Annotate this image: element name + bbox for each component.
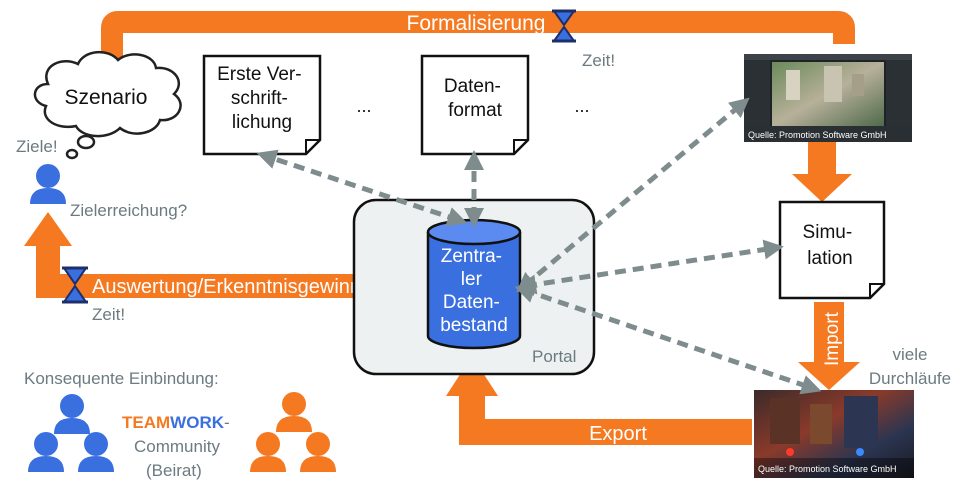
document-erste-verschriftlichung: Erste Ver- schrift- lichung xyxy=(202,54,322,156)
person-icon xyxy=(30,164,66,204)
hourglass-left-icon xyxy=(62,266,88,304)
formalisierung-flow xyxy=(101,11,855,82)
portal-label: Portal xyxy=(532,347,576,366)
ellipsis-1: ... xyxy=(356,96,371,116)
document-simulation: Simu- lation xyxy=(778,200,886,300)
zeit-top-label: Zeit! xyxy=(582,51,615,70)
data-exchange-arrows xyxy=(256,97,822,395)
arrow-db-erste xyxy=(256,149,468,227)
community-team: TEAM xyxy=(122,413,170,432)
formalisierung-label: Formalisierung xyxy=(407,12,546,35)
to-simulation-arrow xyxy=(792,142,852,202)
top-screenshot-credit: Quelle: Promotion Software GmbH xyxy=(748,130,887,140)
export-flow xyxy=(446,356,752,445)
svg-text:Zentra- ler Daten-: Zentra- ler Daten- bestand xyxy=(440,246,508,336)
community-line3: (Beirat) xyxy=(146,461,202,480)
auswertung-flow xyxy=(24,212,420,298)
simulation-screenshot-bottom: Quelle: Promotion Software GmbH xyxy=(754,390,914,478)
arrow-db-bottom xyxy=(514,283,822,395)
community-line2: Community xyxy=(134,437,220,456)
auswertung-label: Auswertung/Erkenntnisgewinn xyxy=(92,276,361,298)
hourglass-top-icon xyxy=(552,9,576,43)
import-label: Import xyxy=(822,311,843,366)
svg-text:Daten- format: Daten- format xyxy=(444,76,506,121)
svg-text:TEAMWORK-: TEAMWORK- xyxy=(122,413,230,432)
community-dash: - xyxy=(224,413,230,432)
zielerreichung-label: Zielerreichung? xyxy=(70,201,187,220)
ellipsis-2: ... xyxy=(574,96,589,116)
export-label: Export xyxy=(589,423,647,445)
runs-line1: viele xyxy=(893,345,928,364)
blue-team-icon xyxy=(28,394,114,472)
scenario-label: Szenario xyxy=(65,86,148,109)
arrow-db-screenshot xyxy=(516,97,750,293)
central-database-cylinder: Zentra- ler Daten- bestand xyxy=(426,218,522,350)
community-work: WORK xyxy=(170,413,225,432)
community-heading: Konsequente Einbindung: xyxy=(24,369,219,388)
zeit-left-label: Zeit! xyxy=(92,305,125,324)
simulation-screenshot-top: Quelle: Promotion Software GmbH xyxy=(744,54,912,142)
document-datenformat: Daten- format xyxy=(420,54,530,156)
orange-team-icon xyxy=(250,392,336,472)
runs-line2: Durchläufe xyxy=(869,369,951,388)
ziele-label: Ziele! xyxy=(16,137,58,156)
svg-text:Simu- lation: Simu- lation xyxy=(803,222,858,269)
scenario-cloud xyxy=(33,51,182,160)
svg-text:Erste Ver- schrift-: Erste Ver- schrift- lichung xyxy=(217,64,307,133)
arrow-db-simulation xyxy=(516,239,784,295)
bottom-screenshot-credit: Quelle: Promotion Software GmbH xyxy=(758,464,897,474)
